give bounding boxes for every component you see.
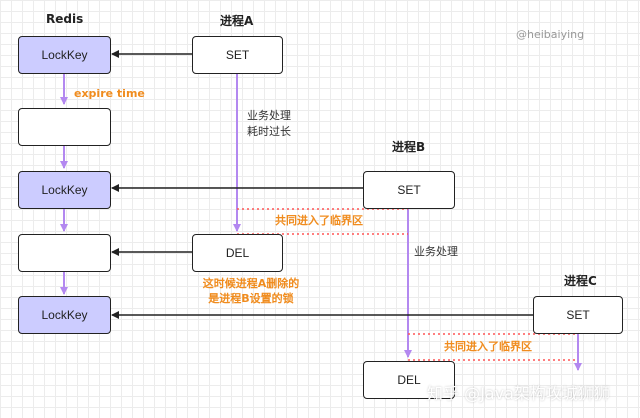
process-c-header: 进程C <box>564 274 597 288</box>
author-watermark: @heibaiying <box>516 28 585 41</box>
process-a-business-label: 业务处理 耗时过长 <box>247 108 291 140</box>
redis-lockkey-box-3: LockKey <box>18 296 111 334</box>
process-b-header: 进程B <box>392 140 426 154</box>
critical-section-label-2: 共同进入了临界区 <box>444 340 532 353</box>
redis-empty-box-2 <box>18 234 111 272</box>
process-a-business-line1: 业务处理 <box>247 109 291 122</box>
process-c-set-box: SET <box>533 296 623 334</box>
process-a-business-line2: 耗时过长 <box>247 125 291 138</box>
process-b-business-label: 业务处理 <box>414 245 458 258</box>
redis-empty-box-1 <box>18 108 111 146</box>
critical-section-label-1: 共同进入了临界区 <box>275 214 363 227</box>
process-a-set-box: SET <box>192 36 283 74</box>
redis-lockkey-box-1: LockKey <box>18 36 111 74</box>
process-b-set-box: SET <box>363 171 455 209</box>
process-a-del-box: DEL <box>192 234 283 272</box>
process-a-header: 进程A <box>220 14 254 28</box>
redis-lockkey-box-2: LockKey <box>18 171 111 209</box>
delete-note-line1: 这时候进程A删除的 <box>202 277 300 290</box>
redis-header: Redis <box>46 12 84 26</box>
process-b-del-box: DEL <box>363 361 455 399</box>
delete-note-label: 这时候进程A删除的 是进程B设置的锁 <box>193 276 309 306</box>
delete-note-line2: 是进程B设置的锁 <box>208 292 294 305</box>
zhihu-watermark: 知乎 @Java架构攻城狮狮 <box>427 384 610 403</box>
expire-time-label: expire time <box>74 87 145 100</box>
